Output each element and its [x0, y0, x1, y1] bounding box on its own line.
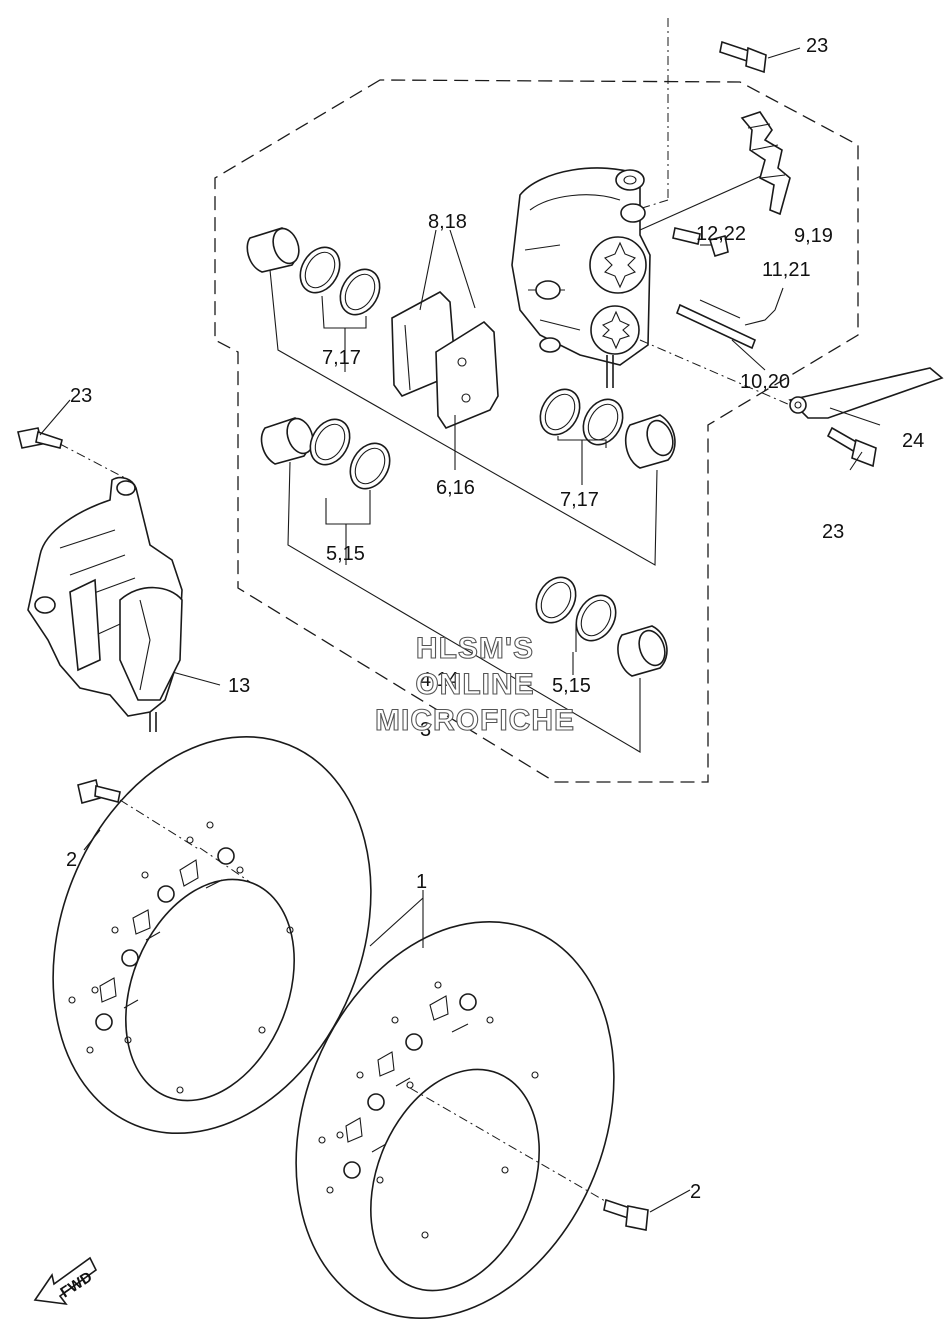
label-bolt-left-caliper: 23	[70, 385, 92, 407]
watermark-line2: ONLINE	[415, 668, 534, 701]
bleed-screw	[672, 227, 729, 257]
label-disc-bolt-right: 2	[690, 1181, 701, 1203]
fwd-arrow: FWD	[33, 1256, 98, 1306]
label-seal-set-mid: 7,17	[560, 489, 599, 511]
part-labels: 23 9,19 12,22 11,21 10,20 24 23 23 8,18 …	[66, 35, 924, 1203]
label-bolt-hose-bracket: 23	[822, 521, 844, 543]
label-hose-bracket: 24	[902, 430, 924, 452]
leader-lines	[39, 47, 881, 753]
watermark-line3: MICROFICHE	[375, 704, 575, 737]
label-left-caliper: 13	[228, 675, 250, 697]
brake-disc-right	[295, 920, 615, 1320]
bolt-hose-bracket	[826, 426, 877, 468]
watermark: HLSM'S ONLINE MICROFICHE	[374, 631, 575, 737]
leader-pad-retainer	[639, 171, 771, 231]
label-caliper-group-left-inner: 3	[420, 719, 431, 741]
label-disc: 1	[416, 871, 427, 893]
label-bleed-screw: 12,22	[696, 223, 746, 245]
brake-pads	[391, 291, 499, 429]
bolt-left-caliper	[17, 427, 63, 449]
label-pads: 8,18	[428, 211, 467, 233]
leader-disc-bolt-left	[83, 829, 101, 851]
bolt-top-right	[719, 40, 767, 74]
disc-bolt-right	[603, 1198, 649, 1231]
pistons-and-seals	[246, 227, 676, 677]
label-piston-group: 6,16	[436, 477, 475, 499]
leader-disc	[369, 890, 424, 948]
right-caliper	[511, 167, 651, 388]
caliper-assembly-boundary	[214, 79, 859, 783]
label-pad-pin: 11,21	[762, 259, 811, 281]
pad-pin	[675, 299, 757, 350]
alignment-line-disc-bolt	[119, 799, 201, 851]
label-caliper-group-left: 4,14	[420, 669, 459, 691]
pad-retainer-clip	[740, 111, 791, 216]
label-pad-retainer: 9,19	[794, 225, 833, 247]
watermark-line1: HLSM'S	[416, 632, 534, 665]
label-bolt-caliper-top: 23	[806, 35, 828, 57]
label-seal-set-left: 5,15	[326, 543, 365, 565]
brake-disc-left	[52, 735, 372, 1135]
disc-bolt-left	[77, 779, 121, 804]
label-disc-bolt-left: 2	[66, 849, 77, 871]
alignment-line-left-bolt	[59, 443, 126, 479]
left-caliper	[27, 476, 183, 732]
leader-disc-bolt-right	[649, 1189, 691, 1213]
hose-bracket	[788, 367, 944, 419]
label-seal-set-lower: 5,15	[552, 675, 591, 697]
label-seal-set-upper: 7,17	[322, 347, 361, 369]
label-pin-bolt: 10,20	[740, 371, 790, 393]
